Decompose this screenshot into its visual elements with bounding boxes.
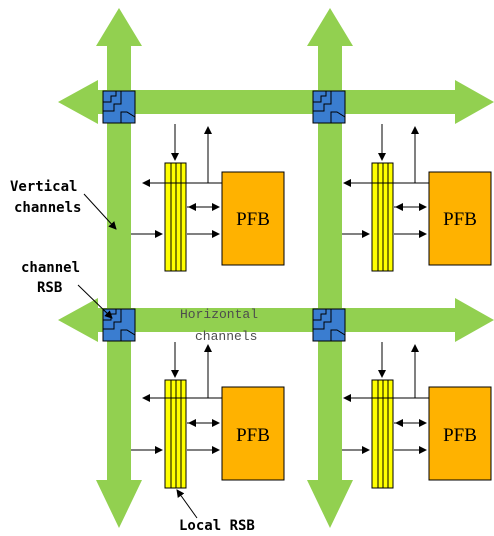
horizontal-channels-label-line1: Horizontal — [180, 307, 258, 322]
channel-rsb-top-right — [312, 90, 346, 124]
channel-rsb-top-left — [102, 90, 136, 124]
local-rsb-bottom-right — [371, 379, 394, 489]
channel-rsb-label-line2: RSB — [37, 280, 62, 296]
pfb-label: PFB — [236, 209, 270, 230]
local-rsb-pointer — [176, 489, 198, 519]
logic-cell-top-right: PFB — [342, 124, 492, 272]
local-rsb-bottom-left — [164, 379, 187, 489]
logic-cell-bottom-left: PFB — [131, 342, 285, 489]
channel-rsb-label-line1: channel — [21, 260, 80, 276]
vertical-channels-label-line1: Vertical — [10, 179, 77, 195]
horizontal-channel-bottom — [58, 298, 494, 342]
pfb-label: PFB — [443, 425, 477, 446]
channel-rsb-bottom-right — [312, 308, 346, 342]
pfb-block — [221, 171, 285, 266]
channel-rsb-pointer — [77, 284, 113, 319]
local-rsb-label: Local RSB — [179, 518, 255, 534]
horizontal-channel-top — [58, 80, 494, 124]
channel-rsb-bottom-left — [102, 308, 136, 342]
vertical-channels-pointer — [83, 193, 117, 230]
pfb-block — [428, 386, 492, 481]
local-rsb-top-right — [371, 162, 394, 272]
vertical-channels-label-line2: channels — [14, 200, 81, 216]
vertical-channel-left — [96, 8, 142, 528]
pfb-label: PFB — [236, 425, 270, 446]
pfb-block — [428, 171, 492, 266]
pfb-block — [221, 386, 285, 481]
logic-cell-top-left: PFB — [131, 124, 285, 272]
vertical-channel-right — [307, 8, 353, 528]
pfb-label: PFB — [443, 209, 477, 230]
local-rsb-top-left — [164, 162, 187, 272]
logic-cell-bottom-right: PFB — [342, 342, 492, 489]
horizontal-channels-label-line2: channels — [195, 329, 257, 344]
